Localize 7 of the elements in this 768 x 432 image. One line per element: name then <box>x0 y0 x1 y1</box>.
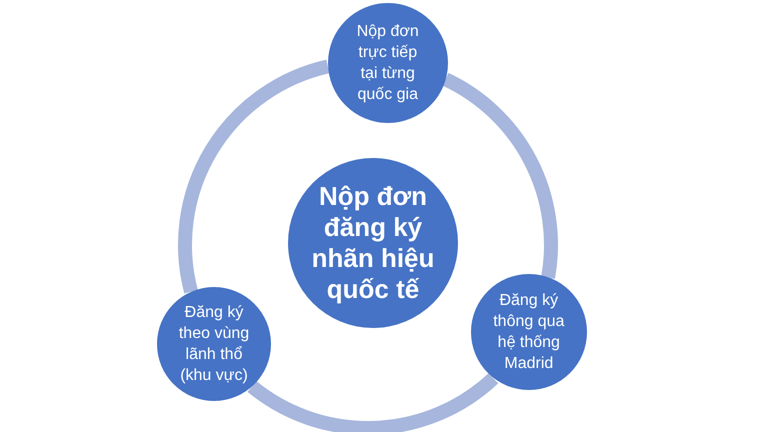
ring-arc <box>178 60 330 294</box>
ring-arc <box>248 372 498 432</box>
central-label: Nộp đơn đăng ký nhãn hiệu quốc tế <box>310 181 436 305</box>
topic-label: Nộp đơn trực tiếp tại từng quốc gia <box>356 22 420 106</box>
topic-label: Đăng ký theo vùng lãnh thổ (khu vực) <box>178 302 250 386</box>
ring-arc <box>442 73 558 278</box>
topic-label: Đăng ký thông qua hệ thống Madrid <box>492 291 566 374</box>
